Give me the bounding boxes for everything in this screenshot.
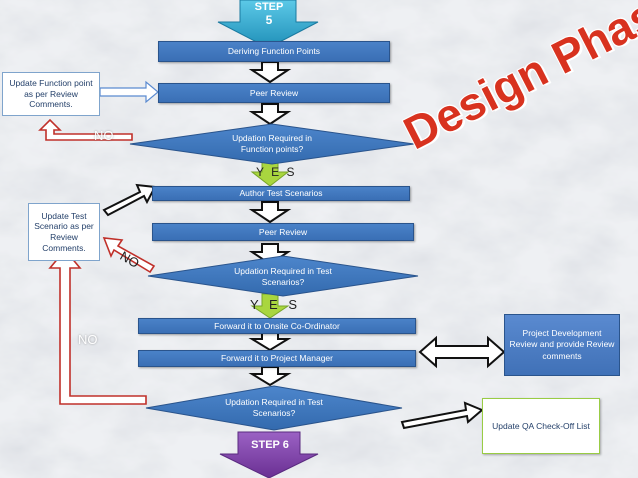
- update-function-box: Update Function point as per Review Comm…: [2, 72, 100, 116]
- decision-diamond-2: [147, 255, 419, 297]
- step-6-label: STEP 6: [251, 439, 289, 451]
- step-5-label: STEP 5: [250, 1, 288, 27]
- arrow-to-peer-review: [99, 80, 159, 104]
- no-return-arrow-3: [48, 248, 147, 405]
- yes-label-1: Y E S: [256, 165, 295, 179]
- update-test-box: Update Test Scenario as per Review Comme…: [28, 203, 100, 261]
- node-peer-review-1: Peer Review: [158, 83, 390, 103]
- step-5-arrow: [217, 0, 319, 49]
- no-return-arrow-2: [102, 237, 156, 274]
- node-peer-review-2: Peer Review: [152, 223, 414, 241]
- node-decision-3: Updation Required in Test Scenarios?: [225, 397, 323, 418]
- down-arrow-icon: [248, 201, 292, 224]
- decision-diamond-1: [129, 123, 415, 165]
- step-6-arrow: [219, 431, 319, 478]
- qa-checkoff-box: Update QA Check-Off List: [482, 398, 600, 454]
- down-arrow-icon: [248, 61, 292, 84]
- project-development-box: Project Development Review and provide R…: [504, 314, 620, 376]
- step-5-number: 5: [265, 12, 273, 27]
- node-forward-pm: Forward it to Project Manager: [138, 350, 416, 367]
- node-forward-onsite: Forward it to Onsite Co-Ordinator: [138, 318, 416, 334]
- node-decision-1: Updation Required in Function points?: [232, 133, 312, 154]
- node-decision-2: Updation Required in Test Scenarios?: [234, 266, 332, 287]
- node-author-test-scenarios: Author Test Scenarios: [152, 186, 410, 201]
- down-arrow-icon: [248, 366, 292, 387]
- no-label-1: NO: [94, 128, 114, 143]
- yes-label-2: Y E S: [250, 297, 298, 312]
- decision-diamond-3: [145, 385, 403, 431]
- double-arrow: [418, 335, 506, 369]
- no-label-3: NO: [78, 332, 98, 347]
- arrow-to-qa-checkoff: [400, 401, 484, 430]
- yes-arrow-2: [250, 293, 290, 319]
- down-arrow-icon: [248, 331, 292, 352]
- step-5-word: STEP: [254, 1, 284, 13]
- node-deriving-function-points: Deriving Function Points: [158, 41, 390, 62]
- no-return-arrow-1: [38, 118, 133, 141]
- arrow-to-author-test: [102, 183, 157, 217]
- down-arrow-icon: [248, 103, 292, 126]
